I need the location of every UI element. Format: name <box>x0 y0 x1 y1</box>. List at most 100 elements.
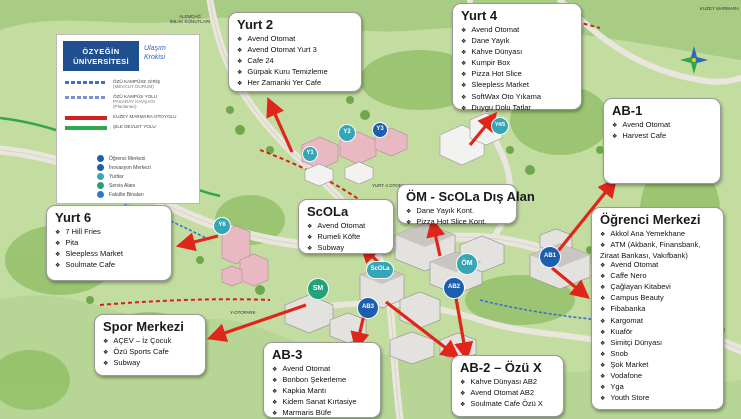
list-item: Kuaför <box>600 327 717 338</box>
callout-yurt6-list: 7 Hill FriesPitaSleepless MarketSoulmate… <box>55 227 165 271</box>
list-item: Avend Otomat <box>307 221 387 232</box>
list-item: Her Zamanki Yer Cafe <box>237 78 355 89</box>
callout-scola-title: ScOLa <box>307 204 349 219</box>
list-item: Kapkia Mantı <box>272 386 374 397</box>
callout-spor-list: AÇEV – İz ÇocukÖzü Sports CafeSubway <box>103 336 199 369</box>
list-item: Sleepless Market <box>55 249 165 260</box>
callout-ab2-list: Kahve Dünyası AB2Avend Otomat AB2Soulmat… <box>460 377 557 410</box>
list-item: Dane Yayık <box>461 36 575 47</box>
legend-key-label: Öğrenci Merkezi <box>109 156 146 162</box>
legend-route-sub2: (Planlanan) <box>113 104 137 109</box>
legend-swatch <box>65 96 107 99</box>
list-item: Avend Otomat <box>461 25 575 36</box>
list-item: Kahve Dünyası <box>461 47 575 58</box>
list-item: Soulmate Cafe <box>55 260 165 271</box>
badge-y4[interactable]: Y4/5 <box>491 117 509 135</box>
list-item: Caffe Nero <box>600 271 717 282</box>
list-item: Şok Market <box>600 360 717 371</box>
list-item: Pita <box>55 238 165 249</box>
callout-yurt4-list: Avend OtomatDane YayıkKahve DünyasıKumpi… <box>461 25 575 114</box>
list-item: Marmaris Büfe <box>272 408 374 419</box>
list-item: Youth Store <box>600 393 717 404</box>
callout-ab2: AB-2 – Özü X Kahve Dünyası AB2Avend Otom… <box>451 355 564 417</box>
list-item: Avend Otomat <box>612 120 714 131</box>
legend-key-dot <box>97 164 104 171</box>
legend-swatch <box>65 126 107 130</box>
badge-y6[interactable]: Y6 <box>213 217 231 235</box>
map-legend: ÖZYEĞİN ÜNİVERSİTESİ Ulaşım Krokisi ÖZÜ … <box>56 34 200 204</box>
list-item: Fibabanka <box>600 304 717 315</box>
list-item: Simitçi Dünyası <box>600 338 717 349</box>
badge-ab2[interactable]: AB2 <box>443 277 465 299</box>
list-item: Çağlayan Kitabevi <box>600 282 717 293</box>
callout-ab3-title: AB-3 <box>272 347 303 362</box>
callout-yurt6-title: Yurt 6 <box>55 210 92 225</box>
callout-om: ÖM - ScOLa Dış Alan Dane Yayık Kont.Pizz… <box>397 184 535 226</box>
legend-route-sub: (MEVCUT DURUM) <box>113 84 154 89</box>
list-item: Snob <box>600 349 717 360</box>
legend-route-label: ŞİLE DEVLET YOLU <box>113 124 156 129</box>
list-item: Soulmate Cafe Özü X <box>460 399 557 410</box>
callout-spor-merkezi: Spor Merkezi AÇEV – İz ÇocukÖzü Sports C… <box>94 314 206 376</box>
list-item: ATM (Akbank, Finansbank, Ziraat Bankası,… <box>600 240 717 260</box>
legend-key-label: Yurtlar <box>109 174 124 180</box>
callout-ogr-list: Akkol Ana YemekhaneATM (Akbank, Finansba… <box>600 229 717 404</box>
legend-swatch <box>65 81 107 84</box>
list-item: Campus Beauty <box>600 293 717 304</box>
callout-ogrenci-merkezi: Öğrenci Merkezi Akkol Ana YemekhaneATM (… <box>591 207 724 410</box>
legend-subtitle-1: Ulaşım <box>144 45 166 52</box>
callout-om-title: ÖM - ScOLa Dış Alan <box>406 189 535 204</box>
logo-line1: ÖZYEĞİN <box>82 47 120 56</box>
list-item: Avend Otomat <box>600 260 717 271</box>
callout-scola: ScOLa Avend OtomatRumeli KöfteSubway <box>298 199 394 254</box>
callout-yurt2-title: Yurt 2 <box>237 17 274 32</box>
legend-route-sub: PASARAY KAVŞAĞI <box>113 99 156 104</box>
list-item: Kidem Sanat Kırtasiye <box>272 397 374 408</box>
list-item: Sleepless Market <box>461 80 575 91</box>
list-item: SoftWax Oto Yıkama <box>461 92 575 103</box>
list-item: Yga <box>600 382 717 393</box>
list-item: Subway <box>103 358 199 369</box>
list-item: 7 Hill Fries <box>55 227 165 238</box>
map-label-yurt-otopark: YURT 4 OTOPARKI <box>372 183 412 188</box>
list-item: Duygu Dolu Tatlar <box>461 103 575 114</box>
callout-spor-title: Spor Merkezi <box>103 319 184 334</box>
callout-ab1: AB-1 Avend OtomatHarvest Cafe <box>603 98 721 184</box>
list-item: AÇEV – İz Çocuk <box>103 336 199 347</box>
callout-yurt2-list: Avend OtomatAvend Otomat Yurt 3Cafe 24Gü… <box>237 34 355 89</box>
legend-route-label: ÖZÜ KAMPÜSE GİRİŞ <box>113 79 161 84</box>
badge-scola[interactable]: ScOLa <box>366 261 394 279</box>
list-item: Özü Sports Cafe <box>103 347 199 358</box>
legend-route-label: ÖZÜ KAMPÜS YOLU <box>113 94 158 99</box>
callout-ab1-title: AB-1 <box>612 103 643 118</box>
badge-y1[interactable]: Y1 <box>302 146 318 162</box>
list-item: Avend Otomat <box>272 364 374 375</box>
list-item: Harvest Cafe <box>612 131 714 142</box>
legend-swatch <box>65 116 107 120</box>
callout-yurt2: Yurt 2 Avend OtomatAvend Otomat Yurt 3Ca… <box>228 12 362 92</box>
list-item: Avend Otomat AB2 <box>460 388 557 399</box>
list-item: Gürpak Kuru Temizleme <box>237 67 355 78</box>
badge-ab1[interactable]: AB1 <box>539 246 561 268</box>
callout-yurt4-title: Yurt 4 <box>461 8 498 23</box>
list-item: Avend Otomat <box>237 34 355 45</box>
legend-route-label: KUZEY MARMARA OTOYOLU <box>113 114 177 119</box>
legend-key-dot <box>97 173 104 180</box>
list-item: Bonbon Şekerleme <box>272 375 374 386</box>
logo-line2: ÜNİVERSİTESİ <box>73 57 129 66</box>
legend-subtitle-2: Krokisi <box>144 54 166 61</box>
badge-y2[interactable]: Y2 <box>338 124 356 142</box>
badge-om[interactable]: ÖM <box>456 253 478 275</box>
badge-ab3[interactable]: AB3 <box>357 297 379 319</box>
callout-ab2-title: AB-2 – Özü X <box>460 360 542 375</box>
badge-y3[interactable]: Y3 <box>372 122 388 138</box>
list-item: Pizza Hot Slice <box>461 69 575 80</box>
callout-yurt4: Yurt 4 Avend OtomatDane YayıkKahve Dünya… <box>452 3 582 112</box>
list-item: Cafe 24 <box>237 56 355 67</box>
legend-key-dot <box>97 191 104 198</box>
callout-ab3: AB-3 Avend OtomatBonbon ŞekerlemeKapkia … <box>263 342 381 418</box>
badge-sm[interactable]: SM <box>307 278 329 300</box>
university-logo: ÖZYEĞİN ÜNİVERSİTESİ <box>63 41 139 71</box>
